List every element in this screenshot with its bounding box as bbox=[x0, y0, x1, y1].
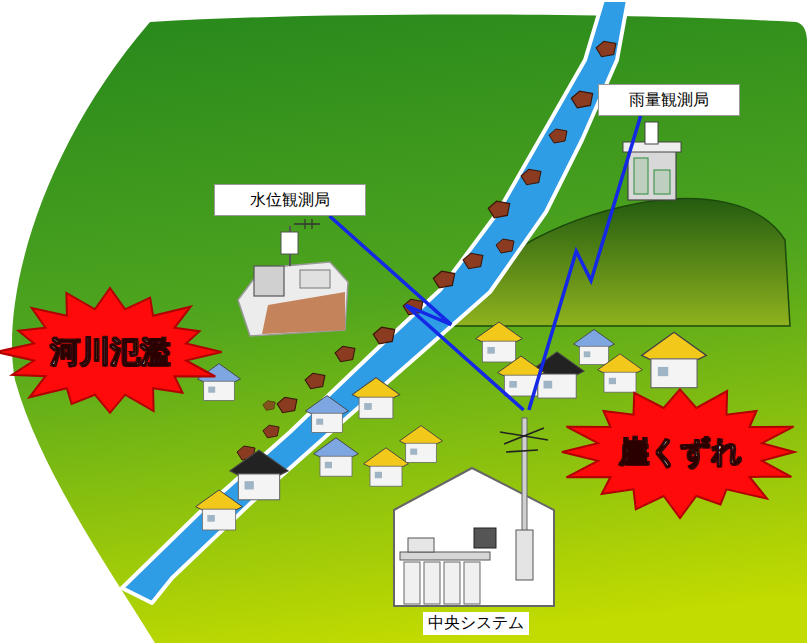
alert-text: 河川氾濫 bbox=[50, 332, 170, 373]
antenna-element bbox=[311, 219, 312, 229]
rock bbox=[571, 91, 592, 108]
station-panel bbox=[634, 158, 648, 194]
rock bbox=[496, 239, 514, 253]
system-label: 中央システム bbox=[423, 612, 529, 635]
equipment bbox=[408, 538, 434, 552]
house-icon bbox=[598, 354, 643, 392]
rain-gauge bbox=[645, 122, 658, 144]
water-level-station bbox=[238, 219, 348, 336]
cabinet bbox=[464, 562, 480, 604]
building-outline bbox=[394, 468, 554, 606]
rock bbox=[335, 346, 355, 361]
house-icon bbox=[476, 322, 523, 362]
starburst-polygon bbox=[0, 288, 222, 413]
station-earth bbox=[262, 292, 345, 334]
alert-burst: 河川氾濫 bbox=[0, 286, 226, 418]
antenna-element bbox=[506, 450, 538, 452]
house-icon bbox=[364, 448, 409, 486]
station-housing bbox=[254, 266, 284, 296]
rocks bbox=[237, 41, 616, 460]
station-label: 雨量観測局 bbox=[598, 84, 740, 116]
building-shape bbox=[388, 410, 563, 638]
house-icon bbox=[400, 426, 443, 463]
rock bbox=[403, 299, 423, 314]
rock bbox=[263, 425, 279, 438]
rock bbox=[549, 129, 567, 143]
rock bbox=[521, 169, 541, 184]
station-label: 水位観測局 bbox=[214, 184, 366, 216]
alert-burst: 崖くずれ bbox=[555, 384, 805, 520]
text-holder: 中央システム bbox=[388, 612, 563, 635]
station-name: 水位観測局 bbox=[250, 190, 330, 211]
house-icon bbox=[642, 332, 707, 387]
station-gate bbox=[300, 270, 330, 288]
antenna-element bbox=[504, 428, 544, 444]
house-icon bbox=[196, 490, 243, 530]
radio-link bbox=[529, 116, 641, 410]
rock bbox=[373, 327, 394, 344]
rock bbox=[488, 201, 509, 218]
rain-gauge-station bbox=[623, 122, 681, 200]
monitor bbox=[474, 528, 496, 548]
rock bbox=[433, 271, 454, 288]
rock bbox=[277, 397, 297, 412]
antenna-box bbox=[281, 232, 298, 254]
radio-unit bbox=[516, 530, 533, 580]
house-icon bbox=[574, 329, 615, 364]
cabinet bbox=[424, 562, 440, 604]
cabinet bbox=[404, 562, 420, 604]
house-icon bbox=[314, 438, 359, 476]
house-icon bbox=[498, 356, 545, 396]
cabinet bbox=[444, 562, 460, 604]
station-name: 雨量観測局 bbox=[629, 90, 709, 111]
antenna-element bbox=[304, 219, 305, 229]
desk bbox=[400, 552, 490, 560]
rock bbox=[596, 41, 616, 56]
rock bbox=[305, 373, 325, 388]
rock bbox=[263, 401, 275, 411]
house-icon bbox=[352, 378, 399, 419]
central-building: 中央システム bbox=[388, 410, 563, 638]
station-base bbox=[238, 262, 348, 336]
house-icon bbox=[306, 396, 349, 433]
radio-link bbox=[330, 216, 524, 410]
house-icon bbox=[198, 364, 241, 401]
house-icon bbox=[230, 450, 288, 500]
starburst-polygon bbox=[562, 389, 795, 518]
station-housing bbox=[628, 150, 676, 200]
alert-text: 崖くずれ bbox=[619, 432, 742, 473]
antenna-element bbox=[294, 223, 320, 225]
station-panel bbox=[654, 170, 670, 194]
rock bbox=[463, 253, 483, 268]
